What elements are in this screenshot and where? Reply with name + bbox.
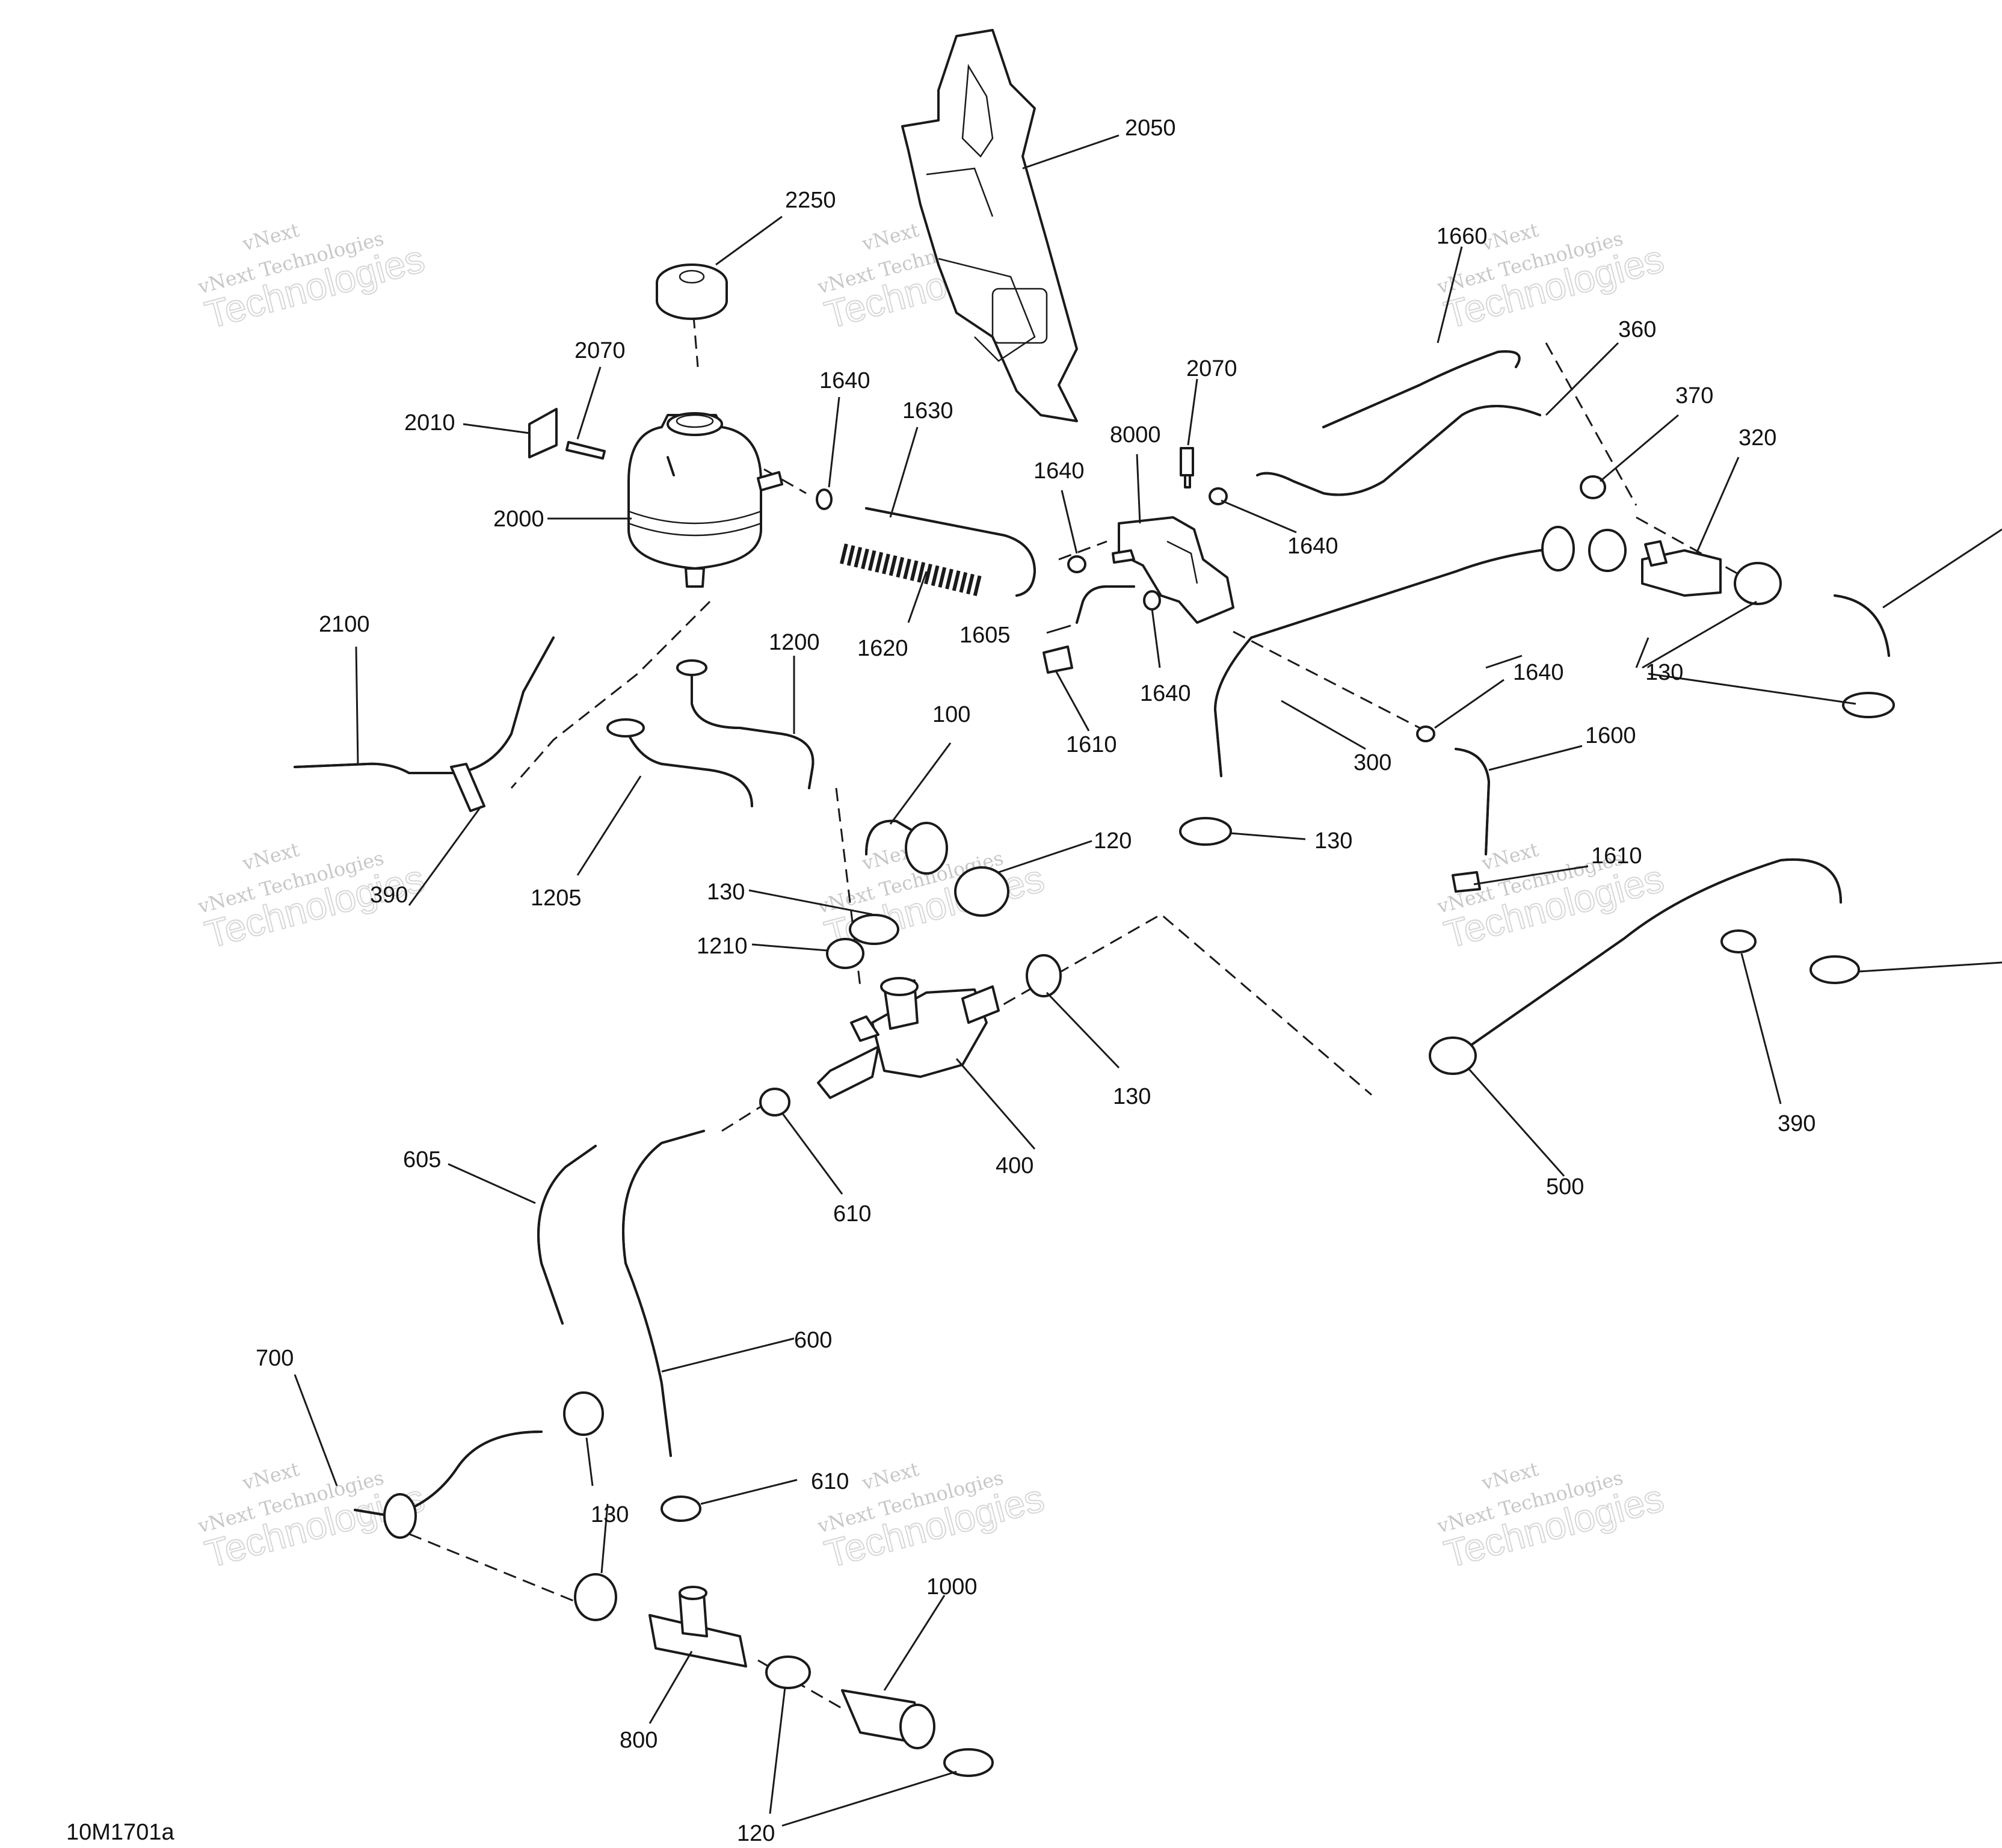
callout-360: 360 <box>1618 317 1656 342</box>
callout-2000: 2000 <box>493 507 544 532</box>
callout-610-b: 610 <box>811 1469 849 1494</box>
callout-500: 500 <box>1546 1174 1584 1200</box>
callout-100: 100 <box>932 702 970 727</box>
part-1630-hose <box>865 507 1036 597</box>
callout-370: 370 <box>1675 383 1713 408</box>
callout-390-b: 390 <box>1778 1111 1816 1136</box>
callout-2010: 2010 <box>404 410 455 436</box>
callout-130-e: 130 <box>591 1502 629 1527</box>
callout-2050: 2050 <box>1125 116 1176 141</box>
part-1205-hose <box>606 718 753 807</box>
callout-1630: 1630 <box>902 398 953 424</box>
part-2050-mounting-bracket <box>901 29 1078 422</box>
part-400-thermostat-housing <box>817 977 1000 1099</box>
callout-130-b: 130 <box>1314 828 1352 854</box>
callout-1210: 1210 <box>697 934 748 959</box>
part-605-hose <box>537 1145 597 1325</box>
part-2010-clip <box>528 408 558 458</box>
callout-1610-a: 1610 <box>1066 732 1117 757</box>
callout-2070-b: 2070 <box>1186 356 1237 381</box>
callout-390-a: 390 <box>370 882 408 908</box>
part-390-clip-b <box>1720 929 1757 953</box>
callout-120-a: 120 <box>1094 828 1132 854</box>
watermark: vNext vNext Technologies Technologies <box>1434 1458 1669 1577</box>
callout-130-a: 130 <box>1645 660 1683 685</box>
part-500-hose <box>1429 858 1842 1075</box>
callout-605: 605 <box>403 1147 441 1172</box>
part-1620-corrugated-sleeve <box>840 543 983 597</box>
callout-8000: 8000 <box>1110 422 1161 448</box>
watermark-group: vNext vNext Technologies Technologies vN… <box>195 218 1669 1577</box>
callout-1640-a: 1640 <box>819 368 870 393</box>
callout-610-a: 610 <box>833 1201 871 1227</box>
callout-2070-a: 2070 <box>574 338 626 363</box>
leader-lines <box>294 134 2002 1827</box>
part-1200-hose <box>676 659 815 789</box>
part-300-radiator-hose <box>1214 526 1575 777</box>
part-1660-hose <box>1256 350 1541 496</box>
callout-1000: 1000 <box>926 1574 978 1600</box>
part-1610-clamp-b <box>1452 871 1481 893</box>
part-370-fitting <box>1580 475 1606 499</box>
part-800-tee-fitting <box>648 1586 747 1668</box>
callout-1640-c: 1640 <box>1287 534 1338 559</box>
callout-1640-d: 1640 <box>1140 681 1191 706</box>
callout-130-c: 130 <box>707 879 745 905</box>
callout-1610-b: 1610 <box>1591 843 1642 869</box>
part-700-hose <box>354 1431 543 1539</box>
part-320-adapter <box>1641 540 1722 597</box>
part-2000-coolant-reservoir <box>627 412 783 588</box>
callout-130-d: 130 <box>1113 1084 1151 1109</box>
callout-1600: 1600 <box>1585 723 1636 748</box>
callout-600: 600 <box>794 1328 832 1353</box>
part-1600-hose <box>1455 748 1490 855</box>
callout-1660: 1660 <box>1437 224 1488 249</box>
callout-1605: 1605 <box>959 623 1011 648</box>
callout-1200: 1200 <box>769 630 820 655</box>
part-390-clip-a <box>450 763 485 812</box>
figure-id: 10M1701a <box>66 1820 174 1845</box>
callout-1205: 1205 <box>531 886 582 911</box>
callout-120-b: 120 <box>737 1821 775 1846</box>
callout-300: 300 <box>1354 750 1391 775</box>
callout-1620: 1620 <box>857 636 908 661</box>
part-2100-bleed-pipe <box>294 636 555 774</box>
part-1610-clamp-a <box>1043 645 1073 674</box>
part-1210-ring <box>826 938 864 969</box>
part-8000-outlet-housing <box>1112 516 1234 624</box>
part-120-clamp-b <box>765 1656 994 1777</box>
watermark: vNext vNext Technologies Technologies <box>815 1458 1049 1577</box>
part-100-elbow-hose <box>865 819 948 875</box>
part-2070-screw-b <box>1180 447 1194 488</box>
callout-2100: 2100 <box>319 612 370 637</box>
part-1605-hose <box>1076 585 1135 624</box>
callout-labels: 2050 2250 1660 360 370 320 2070 2010 200… <box>256 116 1816 1846</box>
callout-700: 700 <box>256 1346 294 1371</box>
part-1640-clamps <box>816 487 1435 742</box>
callout-800: 800 <box>620 1728 658 1753</box>
part-radiator-elbow <box>1834 594 1890 657</box>
part-2070-screw-a <box>565 441 606 460</box>
part-120-clamp-a <box>954 866 1009 917</box>
part-2250-reservoir-cap <box>656 263 728 320</box>
callout-400: 400 <box>996 1153 1033 1178</box>
callout-320: 320 <box>1739 425 1776 451</box>
callout-2250: 2250 <box>785 188 836 213</box>
part-130-clamps <box>563 529 1895 1621</box>
watermark: vNext vNext Technologies Technologies <box>195 218 430 337</box>
part-1000-hose <box>841 1689 935 1749</box>
part-610-clamps <box>661 1088 790 1522</box>
callout-1640-b: 1640 <box>1033 458 1085 484</box>
watermark: vNext vNext Technologies Technologies <box>1434 218 1669 337</box>
callout-1640-e: 1640 <box>1513 660 1564 685</box>
part-600-hose <box>622 1130 705 1457</box>
